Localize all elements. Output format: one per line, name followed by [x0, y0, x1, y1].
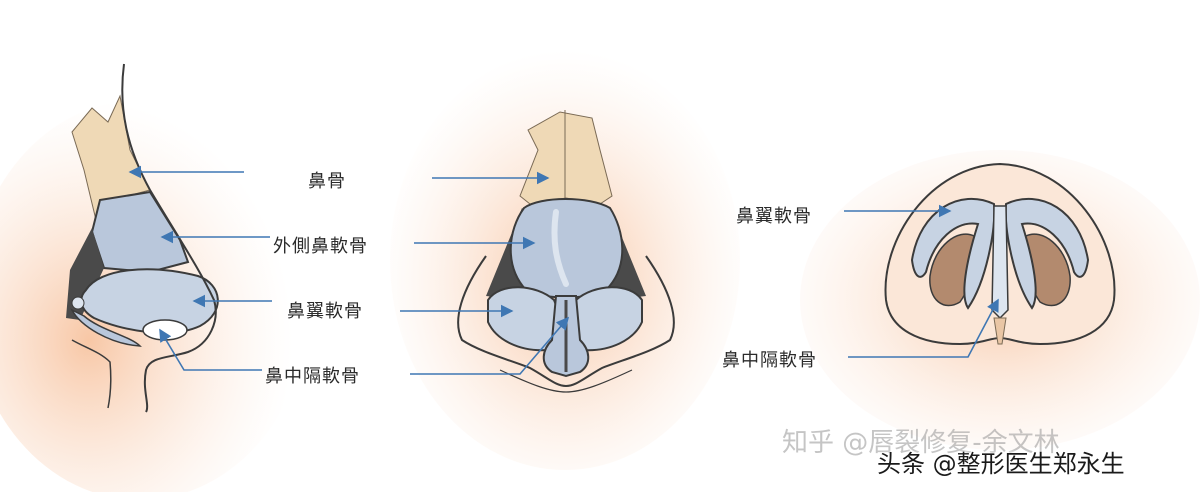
lateral-view: [0, 63, 310, 492]
arrow-septal-mid: [410, 316, 570, 375]
label-septal-cartilage-right: 鼻中隔軟骨: [722, 350, 817, 371]
alar-cartilage-shape: [80, 268, 219, 334]
label-alar-cartilage-left: 鼻翼軟骨: [287, 301, 363, 322]
label-lateral-cartilage: 外側鼻軟骨: [273, 236, 368, 257]
frontal-view: [390, 50, 740, 470]
watermark-toutiao: 头条 @整形医生郑永生: [877, 450, 1125, 478]
skin-outline-lower: [71, 339, 112, 409]
label-alar-cartilage-right: 鼻翼軟骨: [736, 206, 812, 227]
connectors: [128, 165, 999, 375]
septal-cartilage-basal: [991, 205, 1009, 320]
alar-cartilage-lower: [70, 308, 142, 347]
label-nasal-bone: 鼻骨: [308, 171, 346, 192]
watermark-zhihu: 知乎 @唇裂修复-余文林: [782, 428, 1060, 458]
skin-outline: [121, 63, 217, 413]
label-septal-cartilage-left: 鼻中隔軟骨: [265, 366, 360, 387]
sesamoid-shape: [71, 296, 85, 310]
arrow-septal-left: [159, 328, 262, 371]
alar-cartilage-right-basal: [1004, 197, 1090, 310]
basal-view: [800, 150, 1200, 450]
alar-cartilage-left-basal: [910, 197, 996, 310]
arrow-septal-right: [848, 298, 999, 358]
skin-outline-front: [457, 255, 675, 388]
